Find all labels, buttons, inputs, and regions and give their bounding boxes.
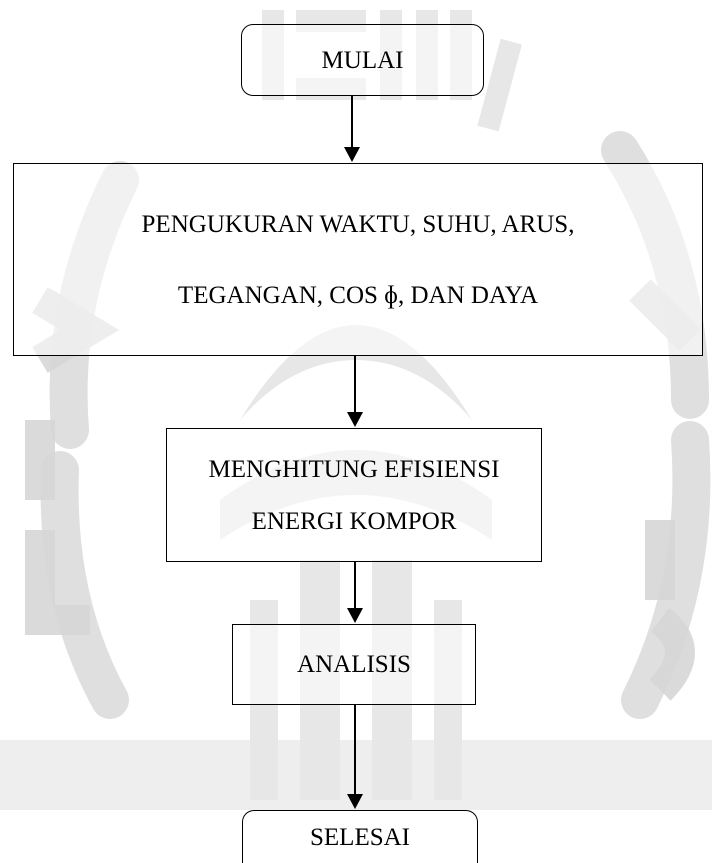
flow-node-measurement-line2: TEGANGAN, COS ɸ, DAN DAYA — [177, 281, 539, 309]
flow-node-start-label: MULAI — [321, 46, 404, 74]
flow-node-analysis: ANALISIS — [232, 624, 476, 705]
flow-node-measurement: PENGUKURAN WAKTU, SUHU, ARUS, TEGANGAN, … — [13, 163, 703, 356]
flow-node-end: SELESAI — [242, 810, 478, 863]
flow-node-measurement-line1: PENGUKURAN WAKTU, SUHU, ARUS, — [141, 210, 575, 238]
flow-node-calculate-line1: MENGHITUNG EFISIENSI — [208, 455, 500, 483]
flow-node-calculate-line2: ENERGI KOMPOR — [251, 507, 457, 535]
flow-node-analysis-label: ANALISIS — [297, 651, 411, 678]
flow-node-start: MULAI — [241, 24, 484, 96]
flow-node-end-label: SELESAI — [310, 823, 410, 851]
flow-node-calculate-efficiency: MENGHITUNG EFISIENSI ENERGI KOMPOR — [166, 428, 542, 562]
